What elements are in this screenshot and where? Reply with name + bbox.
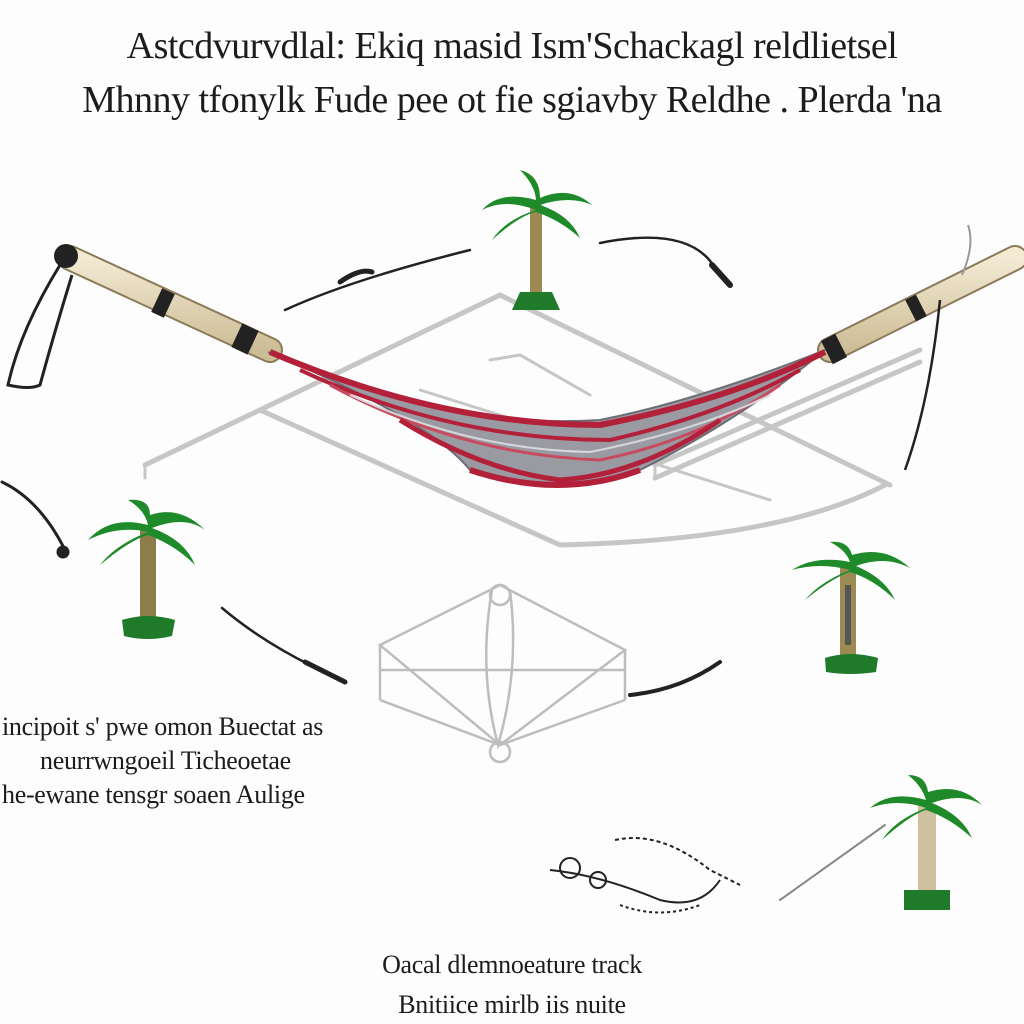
hardware-detail — [549, 837, 741, 914]
palm-tree-right — [792, 541, 910, 674]
palm-tree-bottom-right — [870, 775, 982, 910]
caption-left-line-2: neurrwngoeil Ticheoetae — [40, 746, 291, 775]
folded-frame — [377, 583, 628, 764]
caption-bottom-line-2: Bnitiice mirlb iis nuite — [398, 990, 626, 1019]
caption-left-line-3: he-ewane tensgr soaen Aulige — [2, 780, 305, 809]
hammock-bed — [267, 349, 827, 488]
header-line-1: Astcdvurvdlal: Ekiq masid Ism'Schackagl … — [126, 25, 898, 67]
leader-lines — [0, 236, 886, 901]
caption-bottom-line-1: Oacal dlemnoeature track — [382, 950, 642, 979]
left-spreader-pole — [6, 244, 283, 389]
palm-tree-left — [88, 499, 205, 639]
palm-tree-top — [482, 170, 592, 310]
right-spreader-pole — [817, 224, 1024, 471]
header-line-2: Mhnny tfonylk Fude pee ot fie sgiavby Re… — [82, 79, 942, 121]
caption-left-line-1: incipoit s' pwe omon Buectat as — [2, 712, 324, 741]
